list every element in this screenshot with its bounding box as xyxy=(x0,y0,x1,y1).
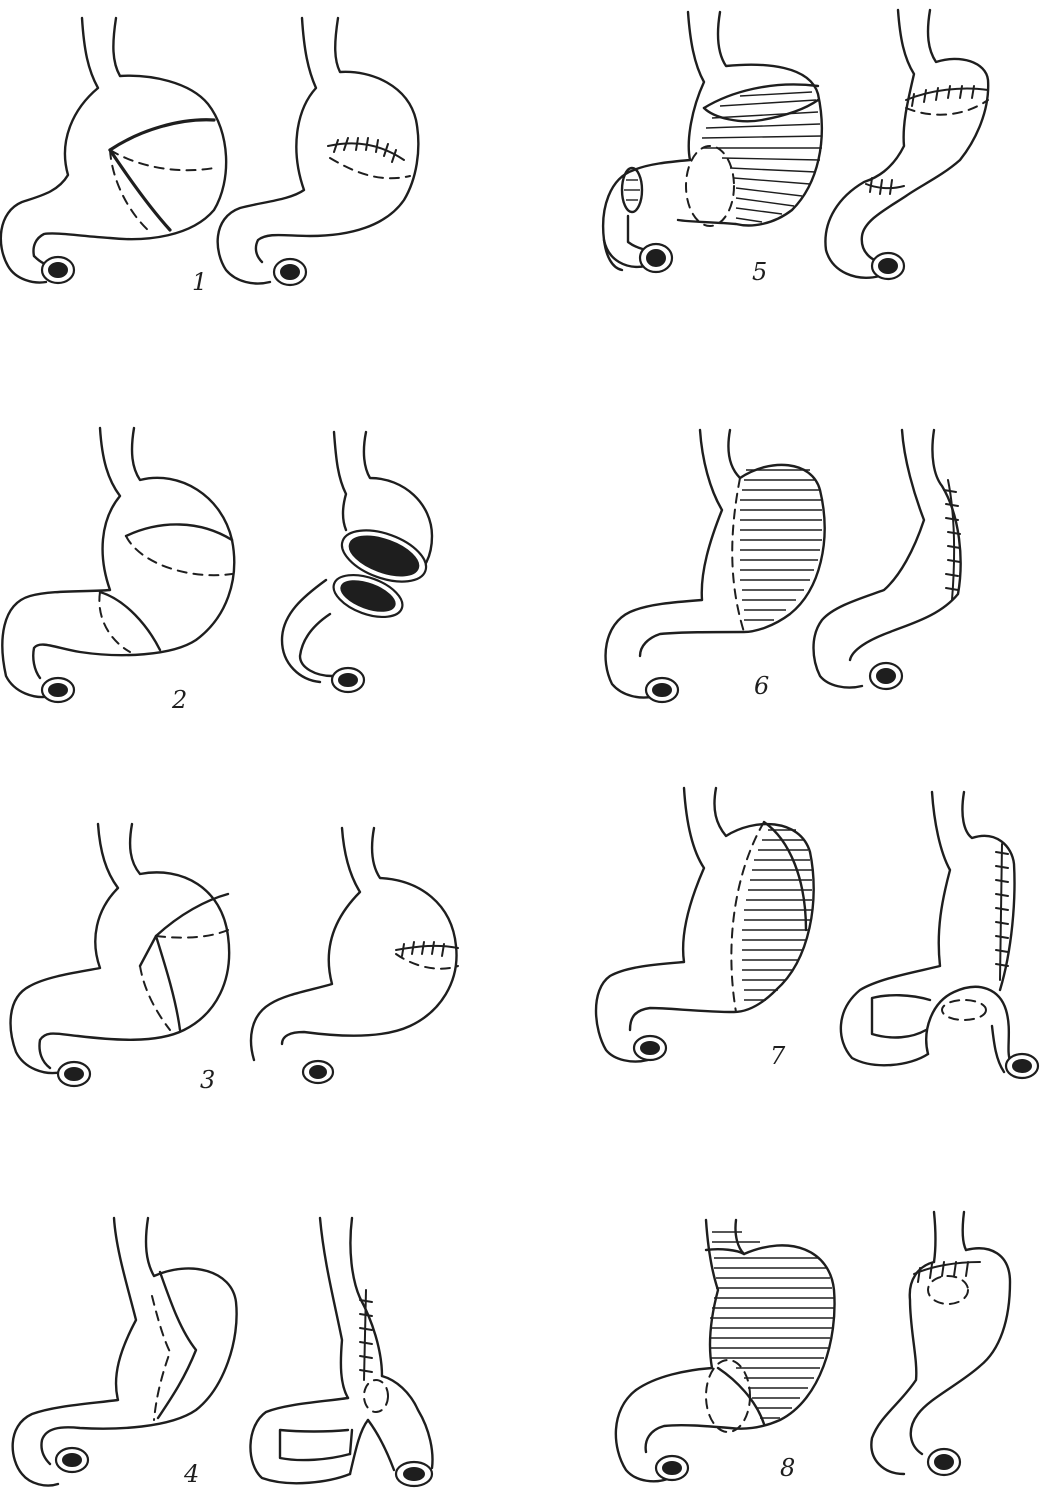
panel-2: 2 xyxy=(2,428,433,714)
panel-4-label: 4 xyxy=(183,1460,199,1488)
panel-5-stomach-before xyxy=(603,12,822,272)
panel-5-hatch xyxy=(702,92,822,222)
panel-1-label: 1 xyxy=(192,268,207,296)
panel-6-hatch xyxy=(740,470,822,620)
panel-8-hatch xyxy=(710,1232,834,1418)
panel-1: 1 xyxy=(1,18,419,296)
panel-5-label: 5 xyxy=(752,258,767,286)
panel-3: 3 xyxy=(11,824,458,1094)
panel-8-label: 8 xyxy=(780,1454,795,1482)
panel-7-hatch xyxy=(742,830,812,1000)
panel-5: 5 xyxy=(603,10,988,286)
panel-5-stomach-after xyxy=(825,10,988,279)
panel-1-stomach-after xyxy=(218,18,419,285)
panel-2-stomach-before xyxy=(2,428,234,702)
panel-6-stomach-before xyxy=(606,430,825,702)
panel-2-stomach-after xyxy=(282,432,433,692)
panel-3-stomach-after xyxy=(251,828,458,1083)
panel-4-stomach-after xyxy=(250,1218,432,1486)
panel-7-stomach-after xyxy=(841,792,1038,1078)
panel-7-stomach-before xyxy=(596,788,814,1062)
panel-8-stomach-before xyxy=(616,1220,835,1481)
panel-6-stomach-after xyxy=(814,430,961,689)
panel-8: 8 xyxy=(616,1212,1010,1482)
panel-6: 6 xyxy=(606,430,961,702)
panel-2-label: 2 xyxy=(171,686,187,714)
panel-7-label: 7 xyxy=(770,1042,786,1070)
panel-8-stomach-after xyxy=(871,1212,1010,1475)
panel-4: 4 xyxy=(13,1218,433,1488)
panel-4-stomach-before xyxy=(13,1218,237,1486)
panel-7: 7 xyxy=(596,788,1038,1078)
panel-1-stomach-before xyxy=(1,18,226,283)
panel-6-label: 6 xyxy=(754,672,769,700)
panel-3-stomach-before xyxy=(11,824,230,1086)
panel-3-label: 3 xyxy=(200,1066,215,1094)
